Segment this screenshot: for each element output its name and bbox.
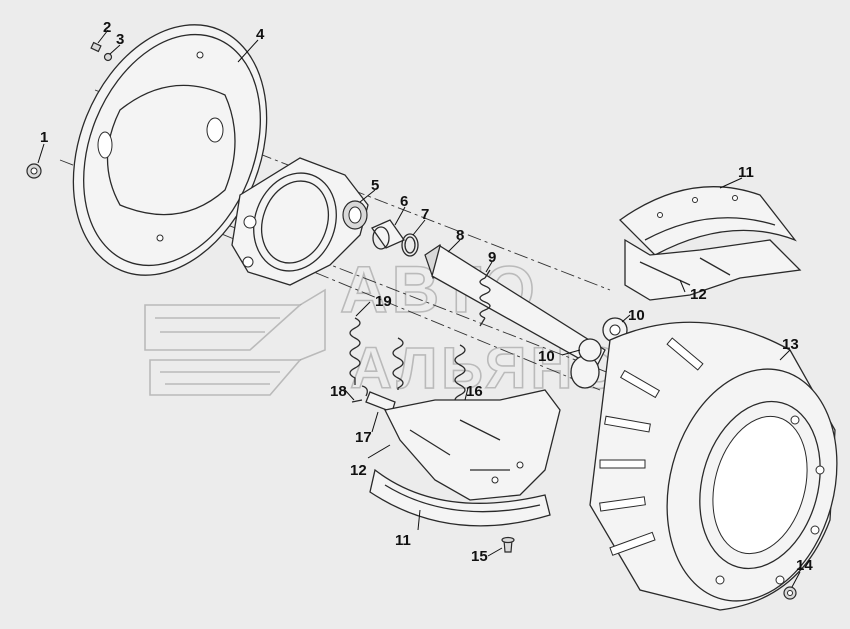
- return-spring-part-16: [454, 344, 466, 410]
- callout-6: 6: [400, 193, 408, 210]
- callout-13: 13: [782, 336, 799, 353]
- clip-part-18: [351, 385, 368, 403]
- callout-12-lower: 12: [350, 462, 367, 479]
- callout-11-lower: 11: [395, 532, 411, 549]
- callout-4: 4: [256, 26, 265, 43]
- brake-lining-upper: [618, 186, 797, 256]
- callout-17: 17: [355, 429, 372, 446]
- return-spring-part-19: [349, 317, 404, 390]
- dust-shield: [72, 24, 268, 276]
- brake-carrier: [231, 157, 369, 286]
- callout-9: 9: [488, 249, 496, 266]
- brake-shoe-lower: [384, 389, 561, 501]
- washer-part-3: [103, 52, 113, 62]
- bushing-part-6: [371, 219, 405, 250]
- brake-drum: [589, 321, 838, 611]
- callout-1: 1: [40, 129, 48, 146]
- rivet-part-15: [501, 536, 515, 553]
- callout-16: 16: [466, 383, 483, 400]
- brake-lining-lower: [369, 468, 551, 527]
- callout-12-upper: 12: [690, 286, 707, 303]
- drum-bolt-part-14: [783, 586, 797, 600]
- callout-14: 14: [796, 557, 813, 574]
- callout-19: 19: [375, 293, 392, 310]
- callout-3: 3: [116, 31, 124, 48]
- camshaft-part-8: [424, 244, 606, 389]
- callout-10-lower: 10: [538, 348, 555, 365]
- seal-ring-part-7: [401, 233, 419, 257]
- callout-7: 7: [421, 206, 429, 223]
- leader-lines: [37, 29, 801, 588]
- roller-part-10-lower: [578, 338, 602, 362]
- watermark-logo: [144, 288, 326, 396]
- brake-shoe-upper: [624, 238, 802, 301]
- bolt-part-1: [26, 163, 42, 179]
- callout-15: 15: [471, 548, 488, 565]
- callout-5: 5: [371, 177, 379, 194]
- callout-8: 8: [456, 227, 464, 244]
- callout-11-upper: 11: [738, 164, 754, 181]
- screw-part-2: [90, 41, 102, 53]
- callout-10-upper: 10: [628, 307, 645, 324]
- callout-18: 18: [330, 383, 347, 400]
- return-spring-part-9: [479, 269, 491, 327]
- callout-2: 2: [103, 19, 111, 36]
